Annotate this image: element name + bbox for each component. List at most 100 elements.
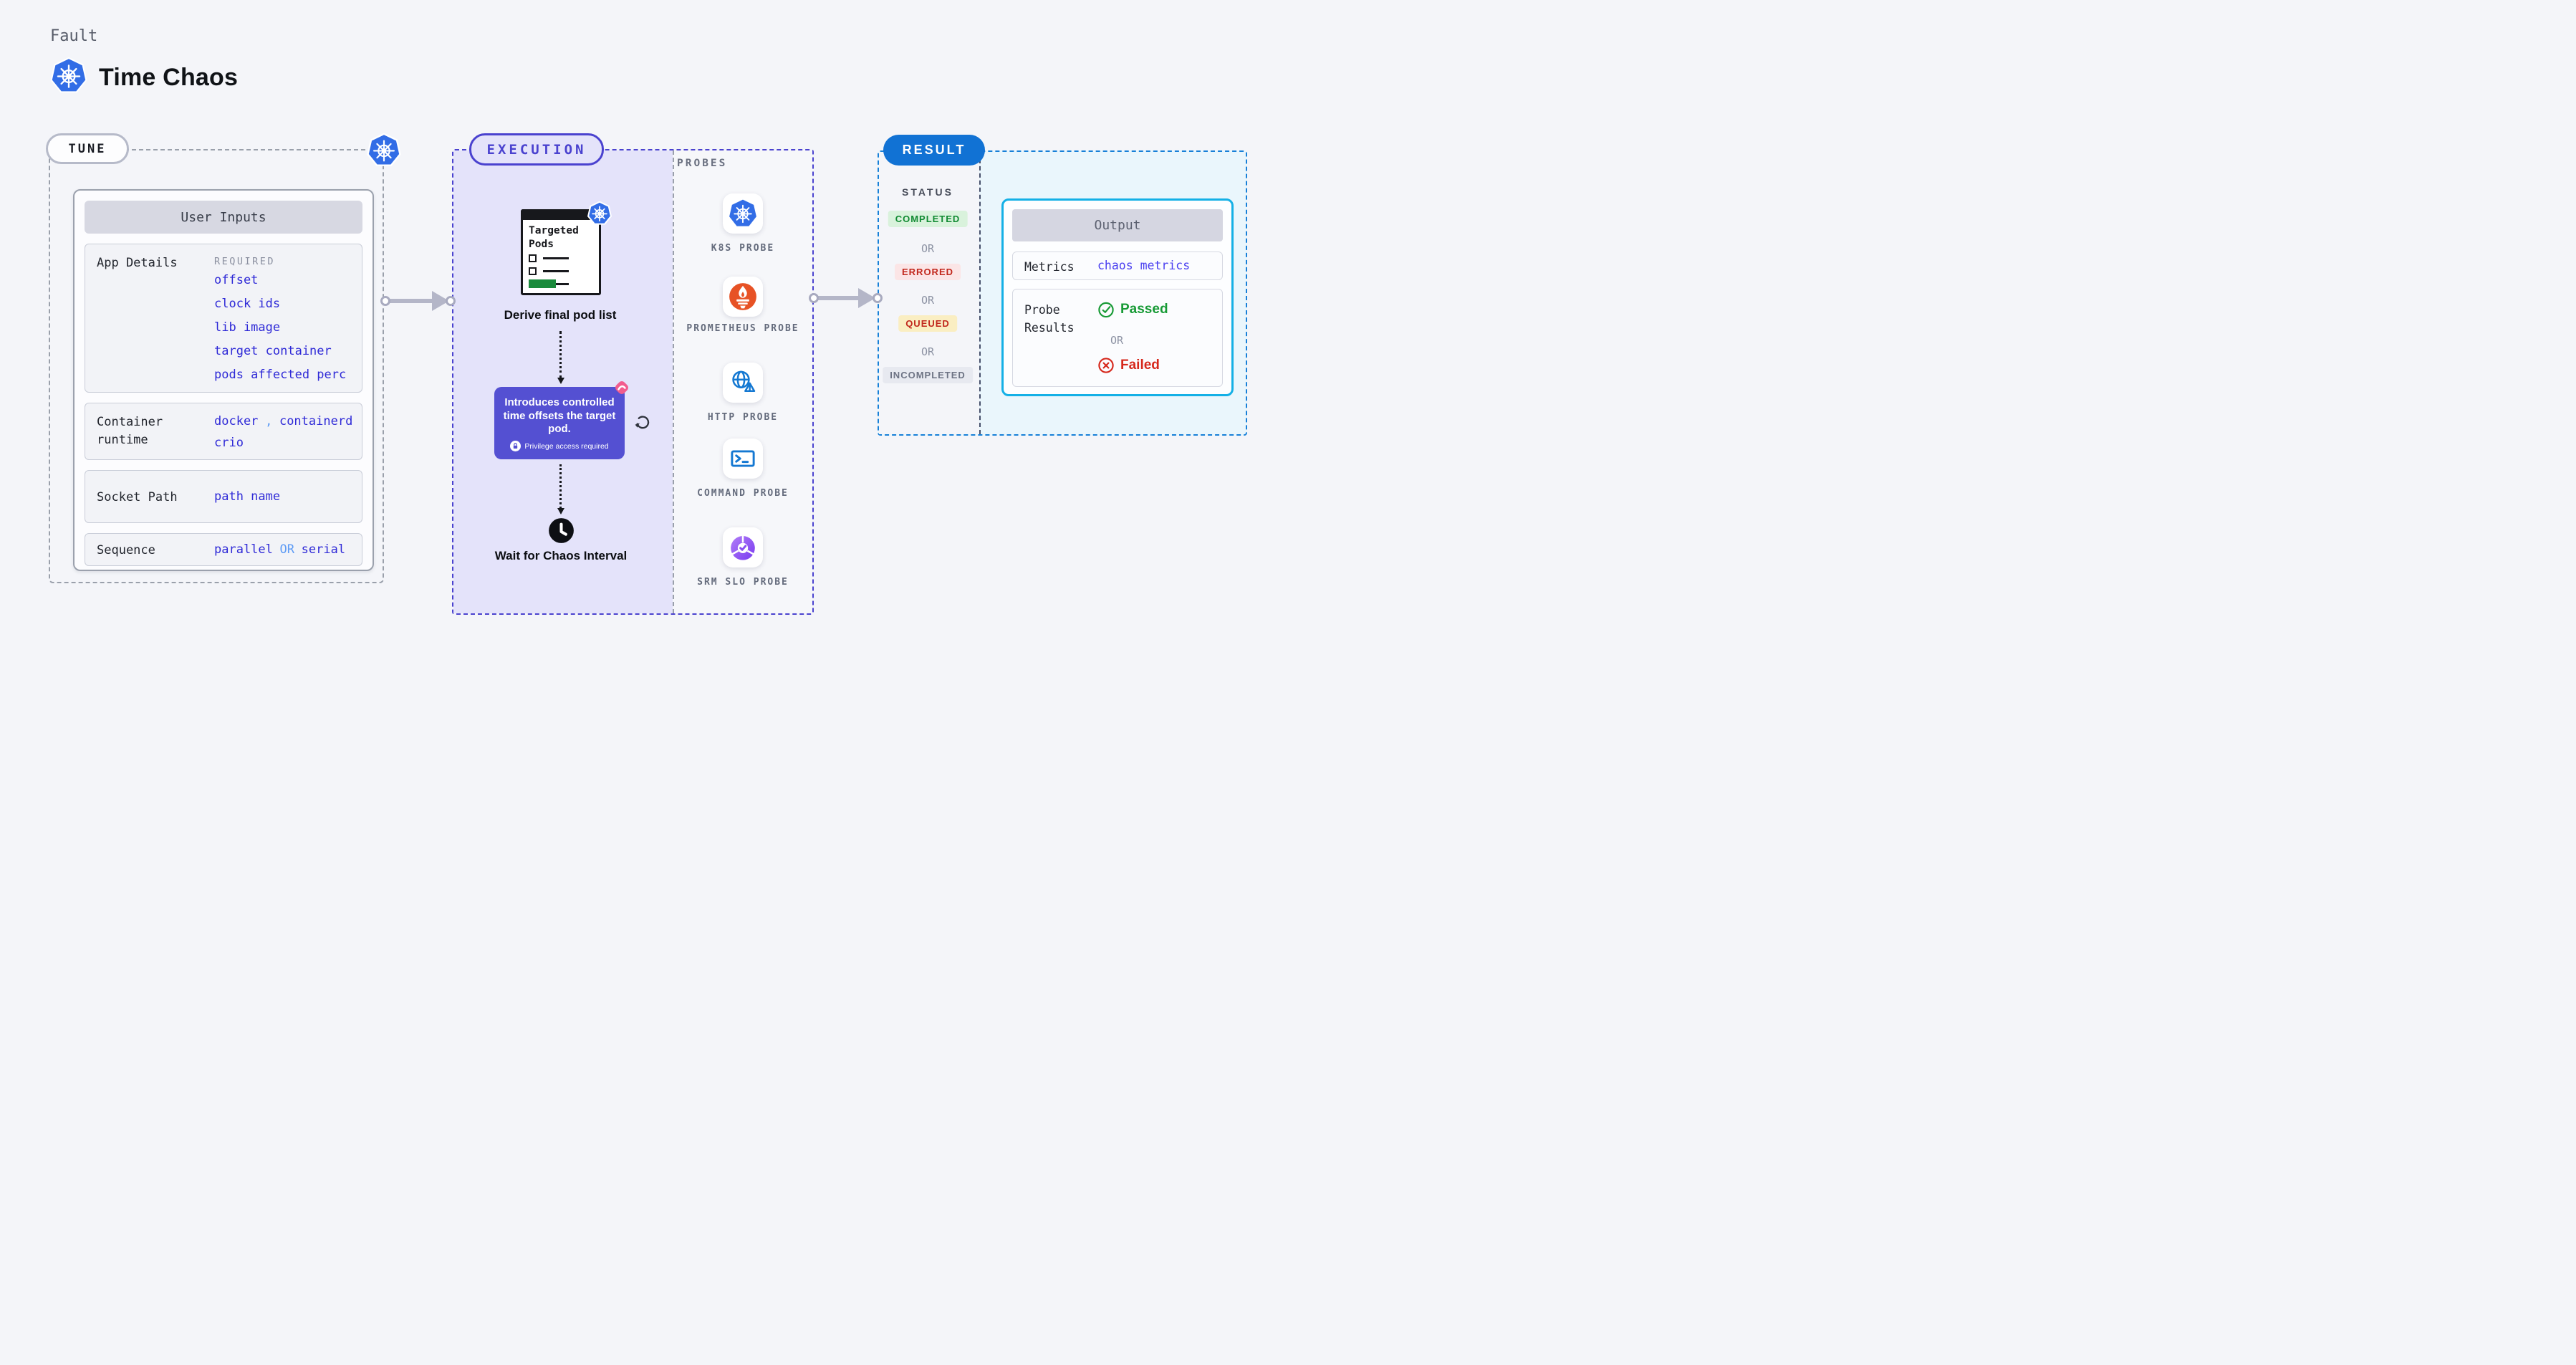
chaos-logo-icon [612,378,632,401]
derive-pod-list-caption: Derive final pod list [504,308,617,322]
fault-eyebrow: Fault [50,27,98,45]
status-badge-incompleted: INCOMPLETED [883,367,973,383]
prometheus-probe-label: PROMETHEUS PROBE [686,323,799,334]
link-parallel[interactable]: parallel [214,542,273,557]
metrics-row: Metrics chaos metrics [1012,252,1223,280]
clock-icon [548,517,575,547]
wait-chaos-interval-caption: Wait for Chaos Interval [494,549,628,562]
container-runtime-row: Container runtime docker , containerd cr… [85,403,362,460]
k8s-probe-label: K8S PROBE [711,243,775,254]
connector-dot-result-left [873,293,883,303]
lock-icon [510,441,522,452]
execution-section-pill: EXECUTION [469,133,604,166]
link-path-name[interactable]: path name [214,489,281,504]
passed-item: Passed [1097,301,1168,318]
http-probe-icon [723,363,763,403]
tune-section-box [49,149,384,583]
execution-to-result-arrow-line [818,296,861,300]
command-probe-icon [723,439,763,479]
progress-bar [529,279,556,288]
chaos-tooltip-text: Introduces controlled time offsets the t… [503,396,616,436]
command-probe-label: COMMAND PROBE [697,488,789,499]
pod-list-item [529,254,569,262]
check-circle-icon [1098,302,1114,318]
prometheus-probe-icon [723,277,763,317]
metrics-label: Metrics [1024,260,1075,274]
output-header: Output [1012,209,1223,241]
flow-arrow-down-2 [557,464,564,514]
http-probe-label: HTTP PROBE [707,412,779,423]
socket-path-row: Socket Path path name [85,470,362,523]
passed-text: Passed [1120,302,1168,317]
page-title-row: Time Chaos [50,57,238,97]
app-details-links: offset clock ids lib image target contai… [214,273,346,391]
or-label: OR [1110,334,1124,347]
pod-list-item [529,267,569,275]
pod-line [543,270,569,272]
socket-path-label: Socket Path [97,490,178,504]
or-label: OR [921,242,935,255]
refresh-icon [633,413,652,435]
link-pods-affected-perc[interactable]: pods affected perc [214,368,347,382]
targeted-pods-titlebar [521,209,601,220]
page-title: Time Chaos [99,63,239,91]
user-inputs-panel: User Inputs App Details REQUIRED offset … [73,189,374,571]
execution-probes-divider [673,150,674,613]
link-offset[interactable]: offset [214,273,259,287]
probe-results-label: Probe Results [1024,303,1075,335]
failed-text: Failed [1120,358,1160,373]
output-panel: Output Metrics chaos metrics Probe Resul… [1001,198,1234,396]
kubernetes-window-icon [587,201,612,229]
srm-slo-probe-label: SRM SLO PROBE [697,577,789,588]
required-tag: REQUIRED [214,256,276,267]
srm-slo-probe-icon [723,527,763,567]
link-chaos-metrics[interactable]: chaos metrics [1097,259,1191,272]
status-badge-completed: COMPLETED [888,211,968,227]
chaos-tooltip-card: Introduces controlled time offsets the t… [494,387,625,459]
link-serial[interactable]: serial [301,542,346,557]
link-lib-image[interactable]: lib image [214,320,281,335]
link-containerd[interactable]: containerd [279,414,353,428]
kubernetes-icon [50,57,87,97]
result-divider [979,152,981,434]
failed-item: Failed [1097,357,1160,374]
sequence-label: Sequence [97,543,155,557]
app-details-label: App Details [97,256,178,270]
targeted-pods-title: Targeted Pods [529,225,579,250]
checkbox-icon [529,267,537,275]
or-label: OR [921,294,935,307]
runtime-separator: , [265,414,273,428]
link-target-container[interactable]: target container [214,344,332,358]
flow-arrow-down-1 [557,331,564,384]
app-details-row: App Details REQUIRED offset clock ids li… [85,244,362,393]
k8s-probe-icon [723,193,763,234]
status-badge-queued: QUEUED [898,315,957,332]
link-docker[interactable]: docker [214,414,259,428]
status-badge-errored: ERRORED [894,264,961,280]
connector-dot-execution-right [809,293,819,303]
pod-line [543,257,569,259]
privilege-badge: Privilege access required [510,441,609,452]
privilege-badge-text: Privilege access required [524,441,609,451]
probe-results-row: Probe Results Passed OR Failed [1012,289,1223,387]
or-label: OR [921,345,935,358]
checkbox-icon [529,254,537,262]
status-title: STATUS [902,186,953,198]
tune-to-execution-arrow-line [389,299,433,303]
connector-dot-execution-left [446,296,456,306]
probes-title: PROBES [677,158,728,169]
connector-dot-tune [380,296,390,306]
status-column-fill [879,152,979,434]
link-crio[interactable]: crio [214,436,244,450]
user-inputs-header: User Inputs [85,201,362,234]
sequence-row: Sequence parallel OR serial [85,533,362,566]
sequence-or: OR [279,542,295,557]
link-clock-ids[interactable]: clock ids [214,297,281,311]
kubernetes-corner-icon [367,133,401,171]
x-circle-icon [1098,358,1114,373]
pod-line [543,283,569,285]
result-section-pill: RESULT [883,135,985,166]
container-runtime-label: Container runtime [97,415,163,447]
tune-section-pill: TUNE [46,133,129,164]
targeted-pods-window: Targeted Pods [521,209,601,295]
